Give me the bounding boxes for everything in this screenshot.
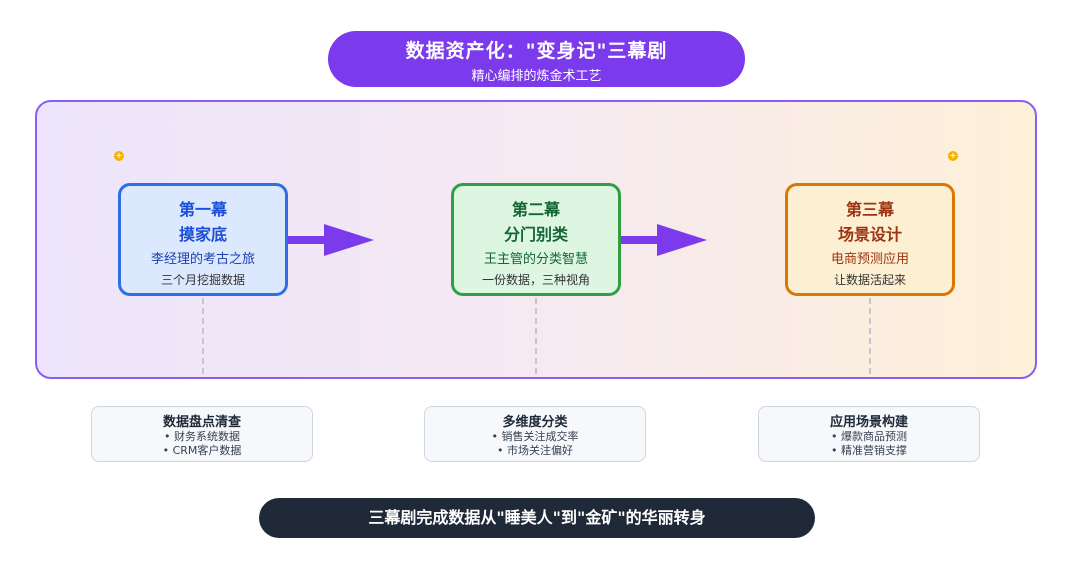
act-number: 第三幕 — [845, 200, 894, 219]
page-title: 数据资产化："变身记"三幕剧 — [405, 40, 668, 62]
act-number: 第二幕 — [511, 200, 560, 219]
act-subtitle: 电商预测应用 — [830, 252, 909, 267]
act-two-box: 第二幕 分门别类 王主管的分类智慧 一份数据，三种视角 — [451, 183, 621, 296]
note-box: 多维度分类 • 销售关注成交率 • 市场关注偏好 — [424, 406, 646, 462]
connector-line — [202, 298, 204, 374]
connector-line — [869, 298, 871, 374]
note-title: 应用场景构建 — [829, 415, 908, 430]
note-item: • 爆款商品预测 — [831, 430, 907, 443]
note-item: • CRM客户数据 — [162, 444, 242, 457]
act-subtitle: 李经理的考古之旅 — [150, 252, 255, 267]
note-box: 应用场景构建 • 爆款商品预测 • 精准营销支撑 — [758, 406, 980, 462]
act-name: 分门别类 — [503, 225, 568, 244]
sparkle-icon: + — [948, 151, 958, 161]
note-item: • 精准营销支撑 — [831, 444, 907, 457]
note-title: 数据盘点清查 — [162, 415, 241, 430]
act-three-box: 第三幕 场景设计 电商预测应用 让数据活起来 — [785, 183, 955, 296]
arrow-right-icon — [621, 224, 707, 256]
act-one-box: 第一幕 摸家底 李经理的考古之旅 三个月挖掘数据 — [118, 183, 288, 296]
footer-banner: 三幕剧完成数据从"睡美人"到"金矿"的华丽转身 — [259, 498, 815, 538]
act-name: 摸家底 — [178, 225, 227, 244]
act-description: 让数据活起来 — [833, 273, 906, 287]
note-item: • 财务系统数据 — [164, 430, 240, 443]
act-number: 第一幕 — [178, 200, 227, 219]
sparkle-icon: + — [114, 151, 124, 161]
note-item: • 市场关注偏好 — [497, 444, 573, 457]
page-subtitle: 精心编排的炼金术工艺 — [471, 69, 602, 84]
connector-line — [535, 298, 537, 374]
note-box: 数据盘点清查 • 财务系统数据 • CRM客户数据 — [91, 406, 313, 462]
act-description: 三个月挖掘数据 — [160, 273, 245, 287]
act-description: 一份数据，三种视角 — [481, 273, 590, 287]
act-subtitle: 王主管的分类智慧 — [483, 252, 588, 267]
act-name: 场景设计 — [837, 225, 902, 244]
title-banner: 数据资产化："变身记"三幕剧 精心编排的炼金术工艺 — [328, 31, 745, 87]
arrow-right-icon — [288, 224, 374, 256]
note-item: • 销售关注成交率 — [491, 430, 579, 443]
note-title: 多维度分类 — [502, 415, 568, 430]
